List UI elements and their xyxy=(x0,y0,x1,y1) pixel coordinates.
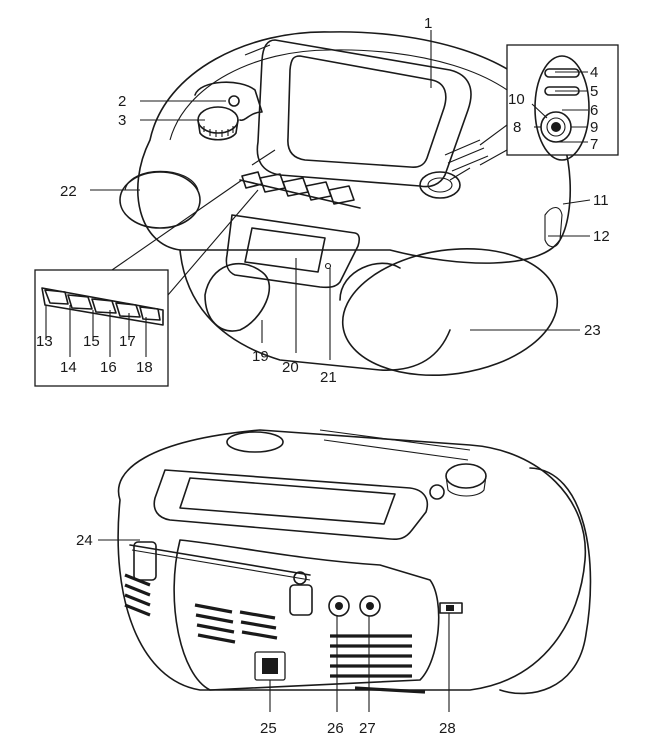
callout-19: 19 xyxy=(252,348,269,365)
rear-leaders xyxy=(98,539,450,712)
rear-volume-knob xyxy=(445,463,487,489)
rear-body-outline xyxy=(117,429,587,691)
callout-5: 5 xyxy=(590,83,598,100)
antenna-rod-edge xyxy=(131,549,311,581)
handle-left xyxy=(204,263,271,332)
rear-left-grille xyxy=(124,573,151,617)
callout-28: 28 xyxy=(439,720,456,737)
jack-26 xyxy=(328,595,350,617)
callout-20: 20 xyxy=(282,359,299,376)
rear-panel xyxy=(173,539,440,691)
callout-18: 18 xyxy=(136,359,153,376)
cassette-buttons xyxy=(239,171,361,209)
inset-dpad-center xyxy=(551,122,561,132)
volume-knob-side xyxy=(197,119,239,141)
callout-17: 17 xyxy=(119,333,136,350)
lid-hinges xyxy=(244,44,471,181)
inset-cassette-keys xyxy=(41,287,164,326)
front-leaders xyxy=(45,30,591,360)
callout-9: 9 xyxy=(590,119,598,136)
inset-cd-controls xyxy=(506,44,619,156)
inset-cassette-pointer xyxy=(111,179,259,296)
callout-26: 26 xyxy=(327,720,344,737)
cd-mini-buttons xyxy=(444,139,489,172)
power-indicator xyxy=(228,95,240,107)
inset-controls-capsule xyxy=(534,55,590,161)
callout-25: 25 xyxy=(260,720,277,737)
rear-dial xyxy=(226,431,284,453)
ir-sensor xyxy=(324,262,332,270)
cd-controls-dial xyxy=(419,171,461,199)
rear-view xyxy=(117,429,592,695)
callout-1: 1 xyxy=(424,15,432,32)
jack-26-hole xyxy=(335,602,343,610)
body-top-edge xyxy=(169,49,536,141)
jack-27-hole xyxy=(366,602,374,610)
inset-dpad-ring xyxy=(546,117,566,137)
cd-window xyxy=(287,55,447,169)
switch-28 xyxy=(439,602,463,614)
callout-8: 8 xyxy=(513,119,521,136)
rear-cd-lid xyxy=(153,469,429,541)
antenna-pivot xyxy=(293,571,307,585)
rear-volume-knob-side xyxy=(445,475,487,497)
left-speaker-rim xyxy=(124,170,199,191)
switch-28-knob xyxy=(446,605,454,611)
cd-controls-dial-inner xyxy=(427,177,453,193)
callout-16: 16 xyxy=(100,359,117,376)
knob-housing xyxy=(194,81,263,122)
callout-12: 12 xyxy=(593,228,610,245)
antenna-rod xyxy=(129,544,311,576)
callout-4: 4 xyxy=(590,64,598,81)
display-panel xyxy=(225,214,361,289)
body-outline xyxy=(137,31,572,264)
callout-27: 27 xyxy=(359,720,376,737)
ac-socket-inner xyxy=(262,658,278,674)
rear-right-speaker xyxy=(499,467,592,695)
side-switch xyxy=(544,206,563,248)
callout-3: 3 xyxy=(118,112,126,129)
volume-knob-ridges xyxy=(203,126,234,137)
antenna-left-clip xyxy=(133,541,157,581)
left-speaker xyxy=(119,171,201,229)
lcd-window xyxy=(244,227,326,273)
rear-indicator xyxy=(429,484,445,500)
callout-22: 22 xyxy=(60,183,77,200)
callout-2: 2 xyxy=(118,93,126,110)
callout-21: 21 xyxy=(320,369,337,386)
antenna-right-clip xyxy=(289,584,313,616)
rear-right-grille xyxy=(330,634,412,678)
callout-labels: 1 2 3 4 5 6 7 8 9 10 11 12 13 14 15 16 1… xyxy=(36,15,610,737)
inset-button-4 xyxy=(544,68,580,78)
right-speaker-handle xyxy=(339,262,401,301)
rear-bottom-vent xyxy=(354,686,426,694)
callout-14: 14 xyxy=(60,359,77,376)
callout-23: 23 xyxy=(584,322,601,339)
callout-15: 15 xyxy=(83,333,100,350)
callout-7: 7 xyxy=(590,136,598,153)
rear-centre-grille xyxy=(194,603,278,644)
callout-10: 10 xyxy=(508,91,525,108)
jack-27 xyxy=(359,595,381,617)
inset-pointer xyxy=(479,124,508,166)
callout-13: 13 xyxy=(36,333,53,350)
rear-button-row xyxy=(319,429,471,461)
rear-cd-window xyxy=(179,477,396,525)
lower-body xyxy=(179,249,451,371)
callout-11: 11 xyxy=(593,192,609,209)
callout-6: 6 xyxy=(590,102,598,119)
callout-24: 24 xyxy=(76,532,93,549)
right-speaker xyxy=(341,247,559,377)
